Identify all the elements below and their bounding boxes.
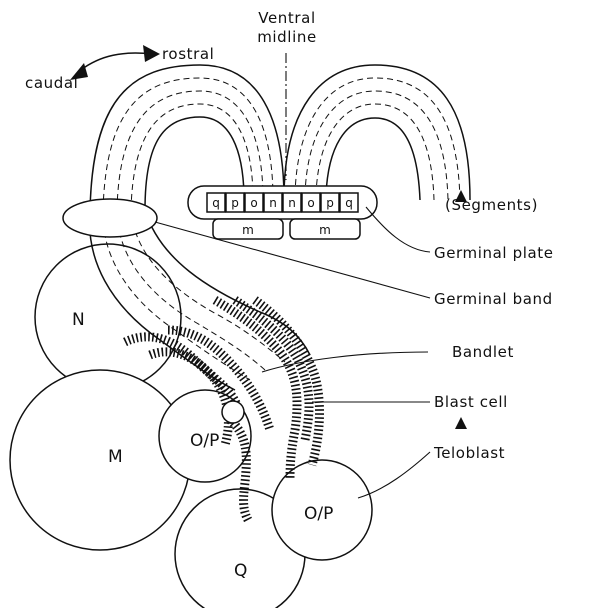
plate-segment-letter: o [250, 196, 257, 210]
plate-segment-letter: p [231, 196, 239, 210]
plate-segment-letter: q [212, 196, 220, 210]
blast-cell-label: Blast cell [434, 393, 508, 411]
plate-segment-letter: p [326, 196, 334, 210]
plate-m-left-label: m [242, 223, 254, 237]
ventral-label-1: Ventral [258, 9, 315, 27]
plate-segment-letter: n [288, 196, 296, 210]
midline-label: midline [257, 28, 317, 46]
plate-m-right-label: m [319, 223, 331, 237]
germinal-plate-label: Germinal plate [434, 244, 554, 262]
cell-op-left-label: O/P [190, 431, 219, 451]
germinal-band-right [284, 65, 470, 200]
bandlet-label: Bandlet [452, 343, 514, 361]
cell-op-right-label: O/P [304, 504, 333, 524]
germinal-band-label: Germinal band [434, 290, 553, 308]
rostral-label: rostral [162, 45, 214, 63]
teloblast-m [10, 370, 190, 550]
plate-segment-letter: q [345, 196, 353, 210]
cell-m-label: M [108, 447, 123, 467]
cell-q-label: Q [234, 561, 247, 581]
caudal-label: caudal [25, 74, 78, 92]
teloblast-arrow-icon [455, 417, 467, 429]
teloblast-label: Teloblast [433, 444, 505, 462]
plate-segment-letter: o [307, 196, 314, 210]
plate-segment-letter: n [269, 196, 277, 210]
cell-n-label: N [72, 310, 85, 330]
bandlet-leader [262, 352, 428, 372]
germinal-plate-leader [366, 207, 430, 252]
segments-label: (Segments) [445, 196, 538, 214]
germinal-band-outline [63, 199, 157, 237]
teloblast-n [35, 244, 181, 390]
